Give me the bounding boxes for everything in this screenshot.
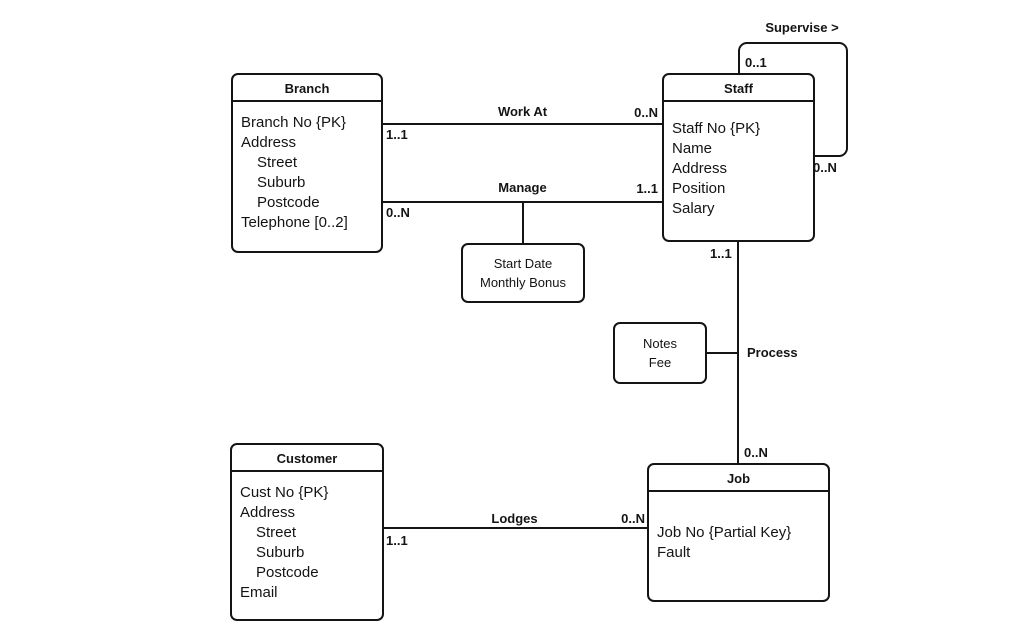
attribute: Staff No {PK} — [672, 120, 761, 137]
lodges-customer-cardinality: 1..1 — [386, 533, 408, 548]
attribute: Fault — [657, 544, 691, 561]
entity-job: Job Job No {Partial Key} Fault — [647, 463, 830, 602]
attribute: Salary — [672, 200, 715, 217]
lodges-relationship-label: Lodges — [491, 511, 538, 526]
attribute: Cust No {PK} — [240, 484, 329, 501]
callout-line: Monthly Bonus — [480, 275, 566, 290]
attribute: Suburb — [256, 544, 305, 561]
attribute: Position — [672, 180, 726, 197]
work-at-staff-cardinality: 0..N — [634, 105, 658, 120]
process-attributes-connector — [705, 352, 738, 354]
manage-relationship-label: Manage — [498, 180, 547, 195]
callout-line: Start Date — [493, 256, 553, 271]
manage-line — [383, 201, 662, 203]
entity-staff: Staff Staff No {PK} Name Address Positio… — [662, 73, 815, 242]
manage-attributes-box: Start Date Monthly Bonus — [461, 243, 585, 303]
entity-job-attributes: Job No {Partial Key} Fault — [649, 492, 828, 563]
entity-branch: Branch Branch No {PK} Address Street Sub… — [231, 73, 383, 253]
entity-job-title: Job — [649, 465, 828, 492]
attribute: Street — [257, 154, 298, 171]
supervise-supervisor-cardinality: 0..1 — [745, 55, 767, 70]
lodges-line — [384, 527, 647, 529]
lodges-job-cardinality: 0..N — [621, 511, 645, 526]
work-at-line — [383, 123, 662, 125]
attribute: Address — [240, 504, 296, 521]
entity-customer: Customer Cust No {PK} Address Street Sub… — [230, 443, 384, 621]
process-line — [737, 242, 739, 463]
attribute: Postcode — [257, 194, 320, 211]
entity-staff-title: Staff — [664, 75, 813, 102]
attribute: Branch No {PK} — [241, 114, 347, 131]
attribute: Email — [240, 584, 278, 601]
entity-branch-attributes: Branch No {PK} Address Street Suburb Pos… — [233, 102, 381, 233]
process-job-cardinality: 0..N — [744, 445, 768, 460]
entity-branch-title: Branch — [233, 75, 381, 102]
process-attributes-box: Notes Fee — [613, 322, 707, 384]
attribute: Street — [256, 524, 297, 541]
supervise-supervisee-cardinality: 0..N — [813, 160, 837, 175]
work-at-branch-cardinality: 1..1 — [386, 127, 408, 142]
supervise-relationship-label: Supervise > — [765, 20, 839, 35]
manage-staff-cardinality: 1..1 — [636, 181, 658, 196]
work-at-relationship-label: Work At — [497, 104, 548, 119]
entity-customer-attributes: Cust No {PK} Address Street Suburb Postc… — [232, 472, 382, 603]
attribute: Address — [672, 160, 728, 177]
process-relationship-label: Process — [747, 345, 798, 360]
manage-attributes-connector — [522, 203, 524, 243]
manage-branch-cardinality: 0..N — [386, 205, 410, 220]
attribute: Postcode — [256, 564, 319, 581]
attribute: Telephone [0..2] — [241, 214, 348, 231]
entity-staff-attributes: Staff No {PK} Name Address Position Sala… — [664, 102, 813, 219]
attribute: Name — [672, 140, 713, 157]
process-staff-cardinality: 1..1 — [710, 246, 732, 261]
entity-customer-title: Customer — [232, 445, 382, 472]
attribute: Job No {Partial Key} — [657, 524, 792, 541]
attribute: Address — [241, 134, 297, 151]
callout-line: Fee — [648, 355, 672, 370]
attribute: Suburb — [257, 174, 306, 191]
callout-line: Notes — [643, 336, 677, 351]
